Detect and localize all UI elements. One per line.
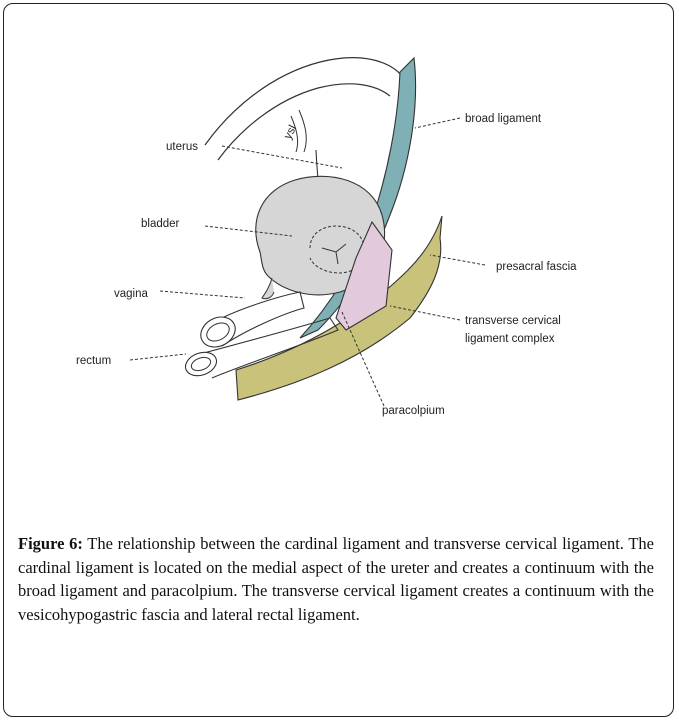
leader-vagina (160, 291, 245, 298)
caption-text: The relationship between the cardinal li… (18, 534, 654, 624)
uterus-outline (205, 58, 408, 145)
figure-caption: Figure 6: The relationship between the c… (18, 532, 654, 626)
leader-rectum (130, 354, 186, 360)
caption-label: Figure 6: (18, 534, 83, 553)
label-uterus: uterus (166, 141, 198, 153)
uterus-inner-outline (218, 84, 390, 160)
ureter-handwriting: ysl (282, 123, 299, 141)
label-paracolpium: paracolpium (382, 405, 445, 417)
leader-uterus (222, 146, 342, 168)
rectum-opening (182, 348, 220, 380)
bladder-neck (262, 278, 274, 299)
label-transverse-cervical-line2: ligament complex (465, 333, 555, 345)
vagina-opening (196, 311, 241, 353)
leader-broad-ligament (415, 118, 460, 128)
label-vagina: vagina (114, 288, 148, 300)
label-rectum: rectum (76, 355, 111, 367)
label-presacral-fascia: presacral fascia (496, 261, 577, 273)
label-broad-ligament: broad ligament (465, 113, 542, 125)
label-bladder: bladder (141, 218, 180, 230)
anatomy-diagram: ysl broad ligament uterus bladder presac… (0, 0, 679, 520)
label-transverse-cervical-line1: transverse cervical (465, 315, 561, 327)
